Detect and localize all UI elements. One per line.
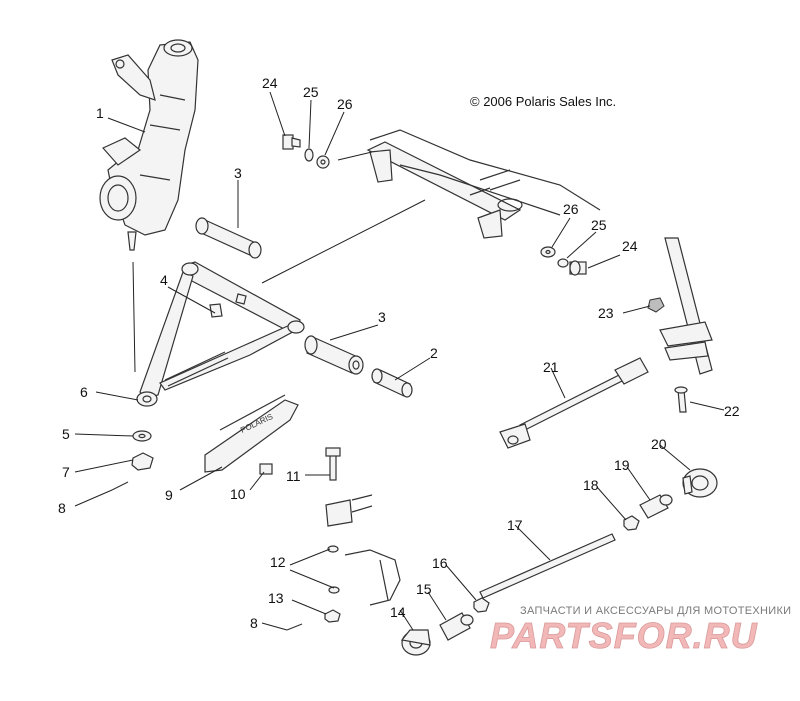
callout-26-lower: 26	[563, 201, 579, 217]
callout-3-upper: 3	[234, 165, 242, 181]
watermark: ЗАПЧАСТИ И АКСЕССУАРЫ ДЛЯ МОТОТЕХНИКИ PA…	[490, 605, 791, 656]
nut-7	[131, 452, 154, 471]
a-arm	[136, 261, 305, 407]
callout-20: 20	[651, 436, 667, 452]
bolt-24-lower	[569, 260, 587, 276]
bushing-2	[371, 368, 413, 398]
spindle-knuckle	[99, 39, 199, 251]
frame-section	[366, 129, 601, 239]
callout-24-lower: 24	[622, 238, 638, 254]
callout-8-lower: 8	[250, 615, 258, 631]
nut-23	[647, 297, 665, 313]
callout-10: 10	[230, 486, 246, 502]
lower-knuckle-sketch	[344, 549, 401, 606]
callout-2: 2	[430, 345, 438, 361]
bolt-11	[325, 447, 341, 481]
callout-19: 19	[614, 457, 630, 473]
callout-18: 18	[583, 477, 599, 493]
callout-numbers: 1 2 3 3 4 5 6 7 8 8 9 10 11 12 13 14 15 …	[58, 75, 740, 631]
callout-7: 7	[62, 464, 70, 480]
cotter-pin-8-lower	[286, 623, 303, 631]
callout-1: 1	[96, 105, 104, 121]
cotter-pin-8-left	[111, 481, 129, 491]
nut-16	[473, 597, 490, 613]
callout-15: 15	[416, 581, 432, 597]
callout-3-lower: 3	[378, 309, 386, 325]
tie-rod-17	[479, 533, 616, 599]
callout-14: 14	[390, 604, 406, 620]
leader-lines	[74, 91, 725, 631]
ball-joint-assembly	[325, 494, 373, 527]
a-arm-guard: POLARIS	[204, 394, 299, 473]
washer-12	[327, 545, 340, 594]
washer-26-upper	[316, 155, 330, 169]
washer-25-lower	[557, 258, 569, 268]
callout-4: 4	[160, 272, 168, 288]
callout-25-lower: 25	[591, 217, 607, 233]
callout-24-upper: 24	[262, 75, 278, 91]
callout-25-upper: 25	[303, 84, 319, 100]
washer-25-upper	[304, 148, 314, 162]
copyright-text: © 2006 Polaris Sales Inc.	[470, 94, 616, 109]
rod-end-14	[400, 629, 431, 656]
callout-13: 13	[268, 590, 284, 606]
callout-5: 5	[62, 426, 70, 442]
pivot-tube-upper	[195, 217, 262, 259]
callout-21: 21	[543, 359, 559, 375]
callout-12: 12	[270, 554, 286, 570]
nut-13	[324, 609, 341, 623]
callout-11: 11	[286, 468, 301, 484]
callout-22: 22	[724, 403, 740, 419]
rod-end-20	[682, 468, 718, 498]
callout-9: 9	[165, 487, 173, 503]
bolt-24-upper	[282, 134, 301, 150]
callout-23: 23	[598, 305, 614, 321]
watermark-logo: PARTSFOR.RU	[490, 615, 758, 656]
callout-16: 16	[432, 555, 448, 571]
washer-26-lower	[540, 246, 556, 258]
nut-18	[623, 515, 640, 531]
callout-8-left: 8	[58, 500, 66, 516]
washer-5	[132, 430, 152, 442]
callout-6: 6	[80, 384, 88, 400]
pivot-tube-lower	[304, 335, 364, 375]
watermark-tagline: ЗАПЧАСТИ И АКСЕССУАРЫ ДЛЯ МОТОТЕХНИКИ	[520, 605, 791, 617]
callout-26-upper: 26	[337, 96, 353, 112]
tie-rod-21	[499, 357, 649, 449]
callout-17: 17	[507, 517, 523, 533]
bolt-10	[259, 463, 273, 475]
rod-end-19	[639, 494, 673, 519]
steering-post	[659, 237, 713, 413]
rod-end-15	[439, 612, 474, 641]
